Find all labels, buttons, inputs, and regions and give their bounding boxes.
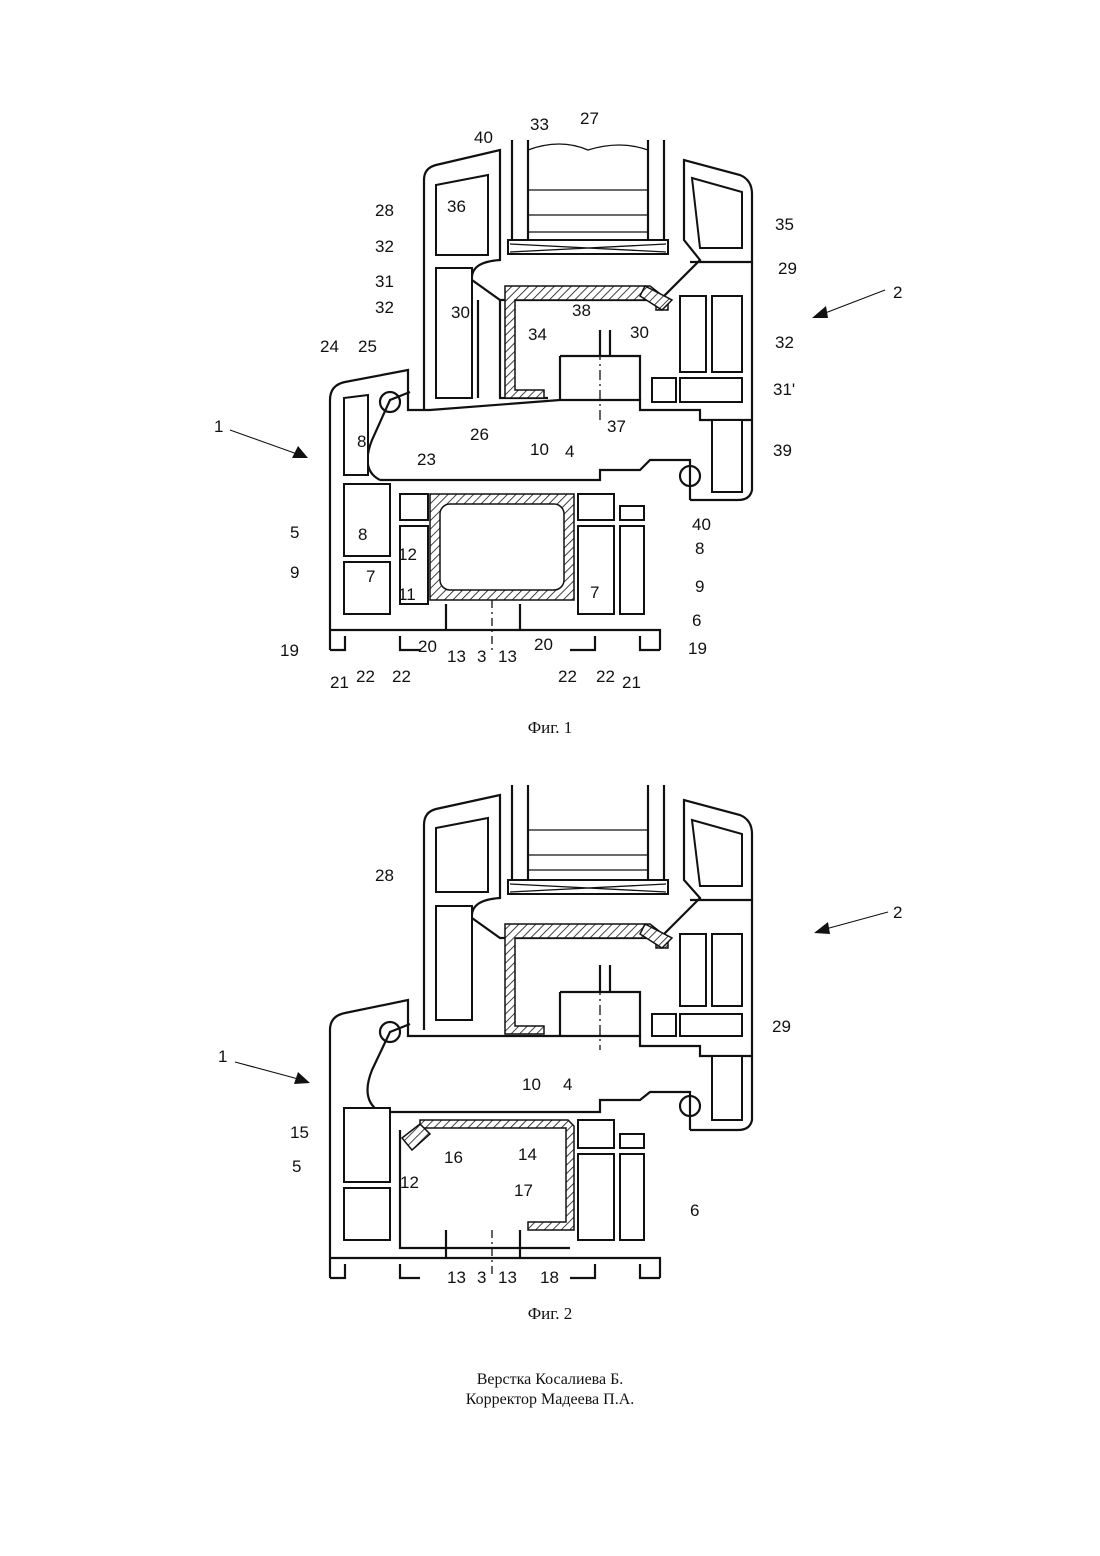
label: 29 <box>772 1017 791 1036</box>
label: 17 <box>514 1181 533 1200</box>
label: 22 <box>596 667 615 686</box>
label: 22 <box>392 667 411 686</box>
label: 7 <box>590 583 599 602</box>
label: 13 <box>498 647 517 666</box>
label: 23 <box>417 450 436 469</box>
label: 36 <box>447 197 466 216</box>
label: 12 <box>398 545 417 564</box>
label: 8 <box>357 432 366 451</box>
label: 3 <box>477 647 486 666</box>
figure-1: 40 33 27 28 36 32 35 29 2 31 32 38 30 30… <box>0 0 1100 760</box>
label: 10 <box>530 440 549 459</box>
label: 19 <box>688 639 707 658</box>
label: 28 <box>375 866 394 885</box>
figure-2: 28 2 29 1 10 4 15 16 14 5 12 17 6 13 3 1… <box>0 760 1100 1300</box>
label: 11 <box>398 585 416 604</box>
label: 30 <box>451 303 470 322</box>
label: 3 <box>477 1268 486 1287</box>
label: 13 <box>447 647 466 666</box>
label: 18 <box>540 1268 559 1287</box>
label: 2 <box>893 903 902 922</box>
label: 30 <box>630 323 649 342</box>
label: 20 <box>534 635 553 654</box>
figure-2-caption: Фиг. 2 <box>0 1304 1100 1324</box>
label: 4 <box>563 1075 572 1094</box>
label: 6 <box>692 611 701 630</box>
label: 34 <box>528 325 547 344</box>
figure-2-drawing: 28 2 29 1 10 4 15 16 14 5 12 17 6 13 3 1… <box>0 760 1100 1300</box>
arrow-1 <box>235 1062 302 1080</box>
label: 8 <box>695 539 704 558</box>
label: 22 <box>356 667 375 686</box>
label: 9 <box>290 563 299 582</box>
label: 13 <box>447 1268 466 1287</box>
label: 21 <box>330 673 349 692</box>
label: 5 <box>290 523 299 542</box>
label: 5 <box>292 1157 301 1176</box>
label: 20 <box>418 637 437 656</box>
label: 26 <box>470 425 489 444</box>
figure-1-caption: Фиг. 1 <box>0 718 1100 738</box>
label: 27 <box>580 109 599 128</box>
label: 38 <box>572 301 591 320</box>
label: 16 <box>444 1148 463 1167</box>
label: 29 <box>778 259 797 278</box>
glass-pane <box>508 140 668 254</box>
label: 37 <box>607 417 626 436</box>
label: 40 <box>474 128 493 147</box>
label: 32 <box>775 333 794 352</box>
label: 24 <box>320 337 339 356</box>
label: 2 <box>893 283 902 302</box>
arrow-1 <box>230 430 300 455</box>
label: 25 <box>358 337 377 356</box>
label: 6 <box>690 1201 699 1220</box>
label: 1 <box>218 1047 227 1066</box>
label: 28 <box>375 201 394 220</box>
label: 39 <box>773 441 792 460</box>
label: 32 <box>375 298 394 317</box>
label: 1 <box>214 417 223 436</box>
label: 32 <box>375 237 394 256</box>
label: 15 <box>290 1123 309 1142</box>
arrow-2 <box>822 912 888 930</box>
colophon: Верстка Косалиева Б. Корректор Мадеева П… <box>0 1370 1100 1410</box>
label: 22 <box>558 667 577 686</box>
label: 21 <box>622 673 641 692</box>
figure-1-drawing: 40 33 27 28 36 32 35 29 2 31 32 38 30 30… <box>0 0 1100 760</box>
glass-pane <box>508 785 668 894</box>
label: 12 <box>400 1173 419 1192</box>
label: 8 <box>358 525 367 544</box>
label: 33 <box>530 115 549 134</box>
label: 13 <box>498 1268 517 1287</box>
label: 7 <box>366 567 375 586</box>
arrow-2 <box>820 290 885 315</box>
sash-profile <box>424 150 752 410</box>
layout-credit: Верстка Косалиева Б. <box>0 1370 1100 1390</box>
sash-profile <box>424 795 752 1036</box>
proofreader-credit: Корректор Мадеева П.А. <box>0 1390 1100 1410</box>
label: 40 <box>692 515 711 534</box>
label: 31' <box>773 380 795 399</box>
label: 35 <box>775 215 794 234</box>
label: 9 <box>695 577 704 596</box>
label: 10 <box>522 1075 541 1094</box>
label: 14 <box>518 1145 537 1164</box>
label: 4 <box>565 442 574 461</box>
label: 31 <box>375 272 394 291</box>
label: 19 <box>280 641 299 660</box>
